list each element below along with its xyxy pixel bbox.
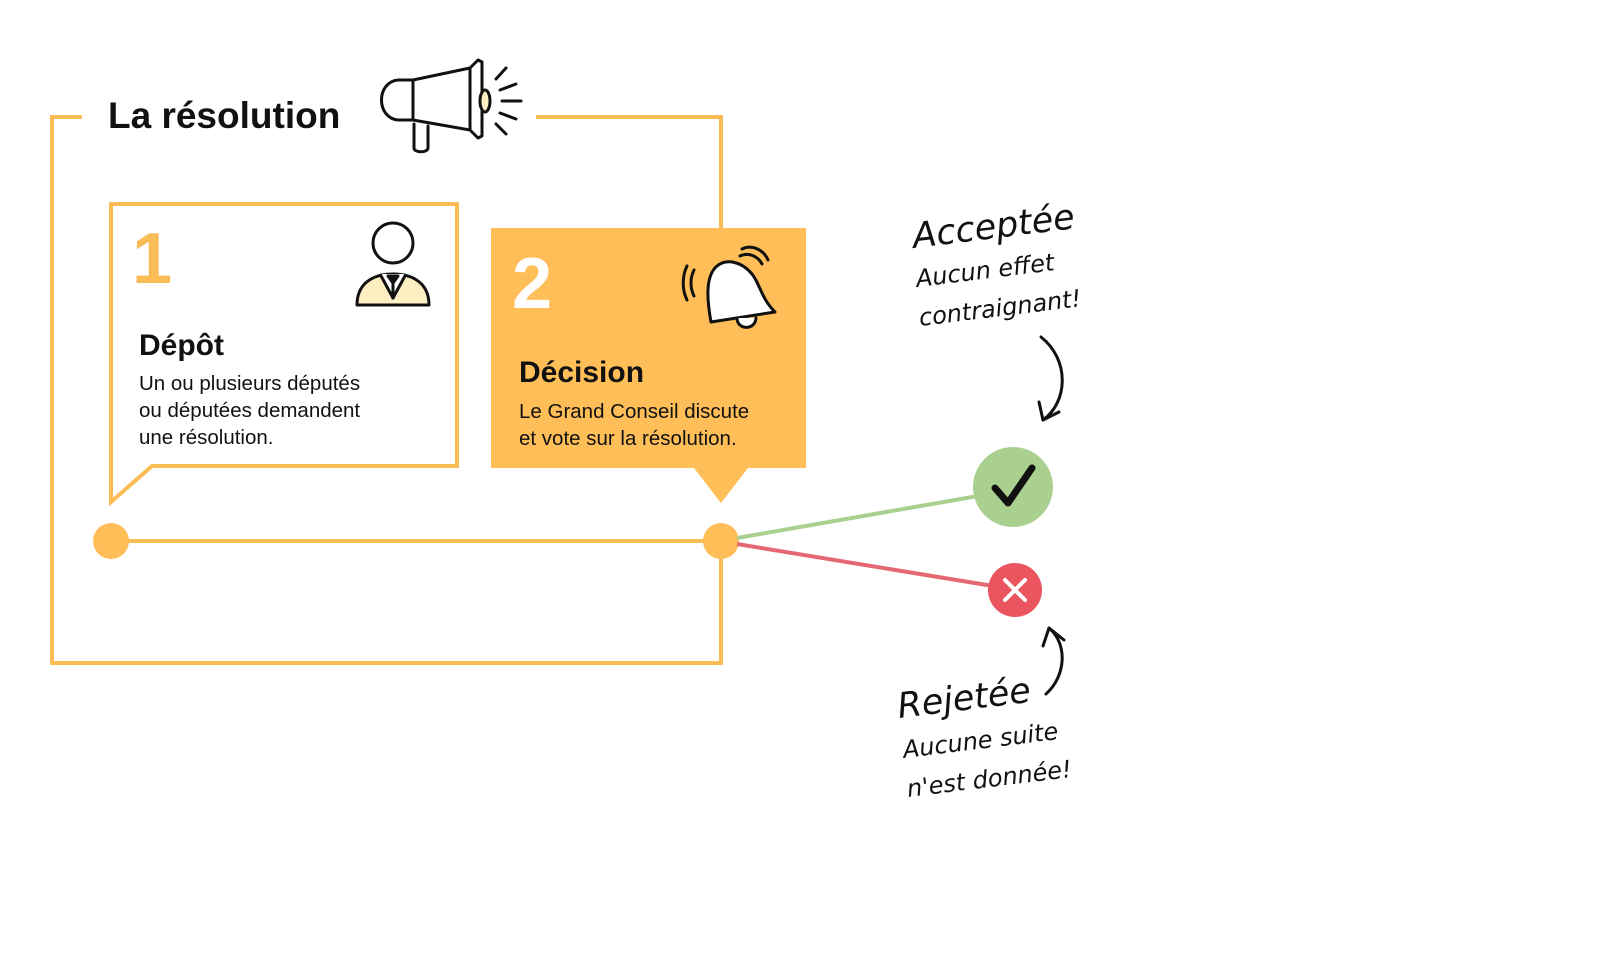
- outer-frame: [50, 115, 723, 665]
- rejected-line-2: n'est donnée!: [905, 755, 1073, 803]
- timeline: [93, 523, 739, 559]
- frame-left-segment: [50, 115, 723, 665]
- check-icon: [991, 464, 1036, 507]
- step-1-line-2: ou députées demandent: [139, 399, 360, 422]
- accepted-branch-line: [736, 494, 979, 540]
- step-1-line-3: une résolution.: [139, 426, 273, 449]
- step-2-line-2: et vote sur la résolution.: [519, 427, 737, 450]
- step-1-line-1: Un ou plusieurs députés: [139, 372, 360, 395]
- step-1-title: Dépôt: [139, 329, 224, 362]
- step-1-number: 1: [132, 219, 172, 299]
- rejected-title: Rejetée: [895, 671, 1033, 727]
- accepted-outcome: Acceptée Aucun effet contraignant!: [908, 197, 1083, 527]
- rejected-outcome: Rejetée Aucune suite n'est donnée!: [895, 563, 1073, 803]
- megaphone-icon: [380, 58, 523, 154]
- page-title: La résolution: [108, 95, 340, 136]
- accepted-circle: [973, 447, 1053, 527]
- step-1-card: 1 Dépôt Un ou plusieurs députés ou déput…: [109, 202, 459, 507]
- rejected-branch-line: [736, 542, 994, 588]
- step-2-line-1: Le Grand Conseil discute: [519, 400, 749, 423]
- accepted-arrow-icon: [1037, 335, 1064, 422]
- timeline-node-2: [703, 523, 739, 559]
- person-icon: [355, 221, 431, 307]
- bell-icon: [681, 245, 777, 329]
- accepted-line-2: contraignant!: [917, 284, 1082, 332]
- timeline-node-1: [93, 523, 129, 559]
- step-2-card: 2 Décision Le Grand Conseil discute et v…: [491, 228, 806, 503]
- frame-right-segment: [536, 115, 723, 228]
- step-2-number: 2: [512, 244, 552, 324]
- rejected-line-1: Aucune suite: [899, 717, 1059, 764]
- rejected-arrow-icon: [1041, 626, 1066, 696]
- accepted-line-1: Aucun effet: [912, 248, 1057, 293]
- cross-icon: [1003, 578, 1027, 602]
- step-2-title: Décision: [519, 356, 644, 389]
